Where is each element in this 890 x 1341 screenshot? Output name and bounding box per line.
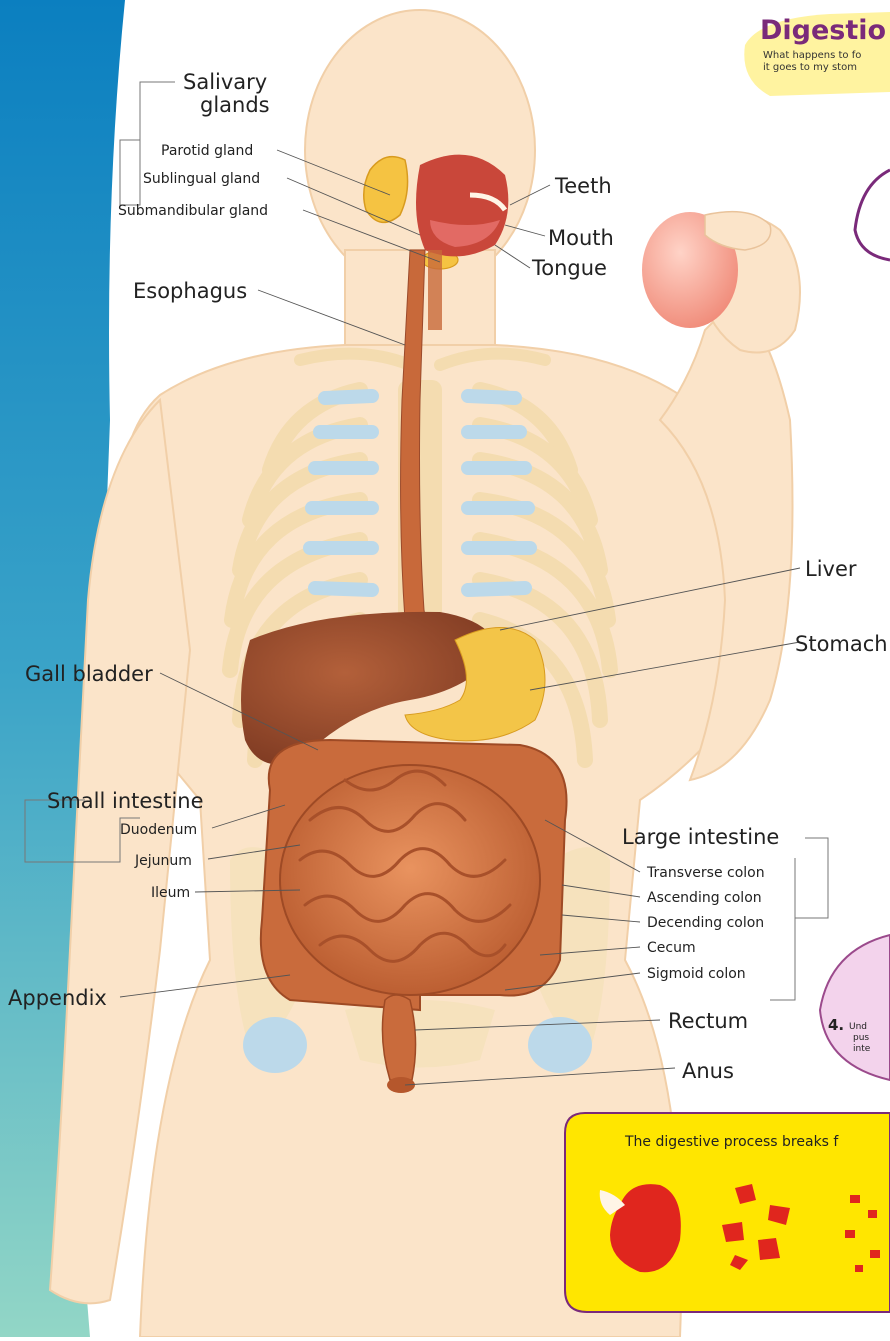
label-parotid-gland: Parotid gland	[161, 143, 253, 159]
label-sigmoid-colon: Sigmoid colon	[647, 966, 746, 982]
label-salivary-glands-line2: glands	[200, 93, 270, 117]
label-large-intestine: Large intestine	[622, 825, 779, 849]
label-transverse-colon: Transverse colon	[646, 865, 765, 881]
mouth-cavity	[416, 155, 508, 257]
process-box: The digestive process breaks f	[565, 1113, 890, 1312]
label-jejunum: Jejunum	[134, 853, 192, 869]
label-salivary-glands-line1: Salivary	[183, 70, 267, 94]
label-stomach: Stomach	[795, 632, 888, 656]
diagram-subtitle-line2: it goes to my stom	[763, 62, 857, 73]
label-esophagus: Esophagus	[133, 279, 247, 303]
label-appendix: Appendix	[8, 986, 107, 1010]
step4-line3: inte	[853, 1044, 871, 1054]
diagram-title: Digestio	[760, 15, 886, 46]
label-teeth: Teeth	[554, 174, 612, 198]
label-tongue: Tongue	[531, 256, 607, 280]
label-duodenum: Duodenum	[120, 822, 197, 838]
label-ascending-colon: Ascending colon	[647, 890, 762, 906]
label-anus: Anus	[682, 1059, 734, 1083]
label-sublingual-gland: Sublingual gland	[143, 171, 260, 187]
step4-line1: Und	[849, 1022, 867, 1032]
step4-number: 4.	[828, 1016, 844, 1034]
process-box-text: The digestive process breaks f	[624, 1134, 839, 1150]
step4-bubble	[820, 935, 890, 1080]
label-rectum: Rectum	[668, 1009, 748, 1033]
label-mouth: Mouth	[548, 226, 614, 250]
label-liver: Liver	[805, 557, 857, 581]
label-ileum: Ileum	[151, 885, 190, 901]
small-intestine-organ	[280, 765, 540, 995]
label-gall-bladder: Gall bladder	[25, 662, 153, 686]
label-cecum: Cecum	[647, 940, 696, 956]
diagram-subtitle-line1: What happens to fo	[763, 50, 861, 61]
label-small-intestine: Small intestine	[47, 789, 204, 813]
label-submandibular-gland: Submandibular gland	[118, 203, 268, 219]
step-bubble-top	[855, 170, 890, 260]
label-decending-colon: Decending colon	[647, 915, 764, 931]
step4-line2: pus	[853, 1033, 869, 1043]
